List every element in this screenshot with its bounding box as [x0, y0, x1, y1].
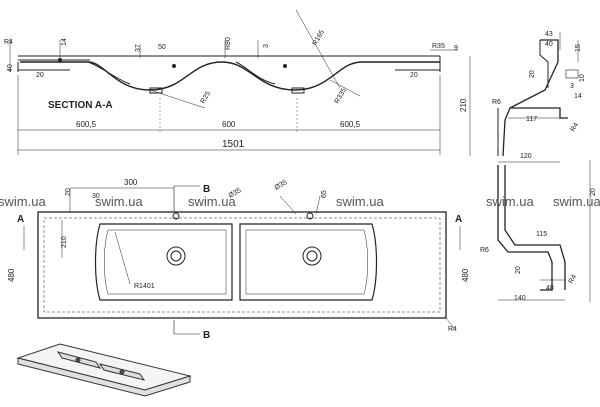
dim-65: 65 [321, 190, 328, 198]
section-marker-left: A [17, 214, 24, 225]
dim-20-side: 20 [590, 188, 597, 196]
plan-view [23, 185, 461, 335]
dim-depth-37: 37 [135, 44, 142, 52]
dim-43: 43 [545, 31, 553, 38]
watermarks: swim.ua swim.ua swim.ua swim.ua swim.ua … [0, 194, 600, 209]
dim-r4-plan: R4 [448, 326, 457, 333]
dim-r4-bottom: R4 [568, 274, 579, 285]
dim-20-right: 20 [410, 72, 418, 79]
dim-dia35-right: Ø35 [274, 179, 289, 192]
dim-20-left: 20 [36, 72, 44, 79]
dim-9-right: 9 [454, 45, 458, 52]
dim-r35: R35 [432, 43, 445, 50]
plan-view-labels: A A B B 300 30 20 Ø35 Ø35 65 210 480 480… [7, 178, 470, 341]
dim-r4-left: R4 [4, 39, 13, 46]
dim-117: 117 [526, 116, 537, 123]
dim-width-right: 600,5 [340, 120, 361, 129]
dim-40: 40 [545, 41, 553, 48]
dim-width-left: 600,5 [76, 120, 97, 129]
section-marker-right: A [455, 214, 462, 225]
dim-10: 10 [579, 74, 586, 82]
dim-r335: R335 [334, 87, 348, 105]
dim-r4: R4 [570, 122, 581, 133]
view-marker-bottom: B [203, 330, 210, 341]
watermark: swim.ua [486, 194, 534, 209]
dim-20-lower: 20 [515, 266, 522, 274]
dim-r1401: R1401 [134, 283, 155, 290]
dim-14: 14 [574, 93, 582, 100]
dim-480-right: 480 [461, 268, 470, 282]
watermark: swim.ua [553, 194, 600, 209]
watermark: swim.ua [95, 194, 143, 209]
dim-3: 3 [570, 83, 574, 90]
watermark: swim.ua [0, 194, 46, 209]
section-a-a-labels: SECTION A-A 14 37 50 R80 3 R165 R35 40 R… [4, 29, 458, 150]
dim-depth-3: 3 [263, 44, 270, 48]
dim-210: 210 [459, 98, 468, 112]
dim-140: 140 [514, 295, 526, 302]
section-title: SECTION A-A [48, 100, 113, 111]
dim-r25: R25 [200, 90, 213, 105]
watermark: swim.ua [188, 194, 236, 209]
dim-300: 300 [124, 178, 138, 187]
side-profile-top-labels: 43 40 15 20 3 10 14 210 R6 117 R4 [459, 31, 586, 133]
watermark: swim.ua [336, 194, 384, 209]
dim-depth-14: 14 [61, 38, 68, 46]
dim-width-middle: 600 [222, 120, 236, 129]
dim-120: 120 [520, 153, 532, 160]
dim-210-plan: 210 [61, 236, 68, 248]
dim-total-width: 1501 [222, 139, 245, 150]
dim-r6-bottom: R6 [480, 247, 489, 254]
dim-r80: R80 [225, 37, 232, 50]
dim-20-plan: 20 [65, 188, 72, 196]
dim-r165: R165 [312, 29, 326, 47]
dim-15: 15 [575, 44, 582, 52]
dim-20: 20 [529, 70, 536, 78]
side-profile-bottom-labels: 120 20 R6 115 20 R4 40 140 [480, 153, 597, 302]
dim-40-left: 40 [7, 64, 14, 72]
dim-40-bottom: 40 [546, 285, 554, 292]
dim-r6: R6 [492, 99, 501, 106]
dim-30: 30 [92, 193, 100, 200]
isometric-preview [16, 343, 192, 397]
side-profile-top [469, 32, 579, 157]
dim-480-left: 480 [7, 268, 16, 282]
dim-115: 115 [536, 231, 547, 238]
dim-depth-50: 50 [158, 44, 166, 51]
side-profile-bottom [497, 160, 591, 302]
view-marker-top: B [203, 184, 210, 195]
section-a-a-view [9, 9, 458, 155]
